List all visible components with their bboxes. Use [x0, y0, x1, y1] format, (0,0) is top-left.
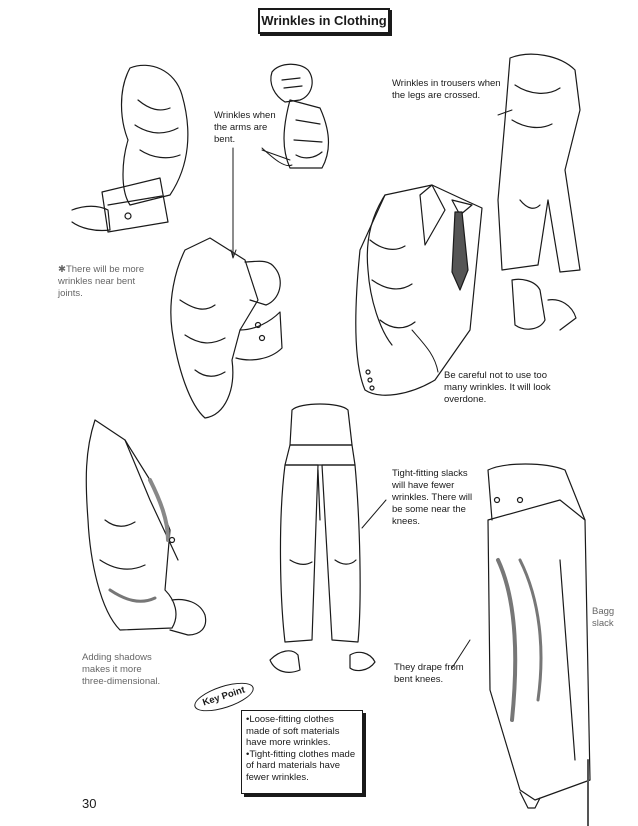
baggy-slacks-illustration — [451, 463, 591, 809]
suit-jacket-torso-illustration — [355, 184, 483, 396]
raised-arm-fist-illustration — [261, 63, 330, 169]
caption-arms-bent: Wrinkles when the arms are bent. — [214, 110, 276, 145]
caption-shadows: Adding shadows makes it more three-dimen… — [82, 652, 161, 687]
bullet-star-icon: ✱ — [58, 264, 66, 275]
page-number: 30 — [82, 796, 97, 811]
leader-line-right — [261, 147, 293, 167]
caption-trousers-crossed: Wrinkles in trousers when the legs are c… — [392, 78, 501, 101]
key-point-item: •Tight-fitting clothes made of hard mate… — [246, 748, 356, 783]
key-point-item: •Loose-fitting clothes made of soft mate… — [246, 714, 340, 748]
caption-bent-joints: ✱There will be more wrinkles near bent j… — [58, 264, 145, 299]
caption-drape: They drape from bent knees. — [394, 662, 464, 685]
caption-too-many-wrinkles: Be careful not to use too many wrinkles.… — [444, 370, 551, 405]
caption-baggy-slacks-partial: Bagg slack — [592, 606, 615, 629]
standing-figure-slim-trousers-illustration — [269, 403, 387, 673]
caption-tight-slacks: Tight-fitting slacks will have fewer wri… — [392, 468, 473, 527]
bent-arm-sleeve-illustration — [71, 64, 189, 233]
jacket-arm-shadows-illustration — [85, 419, 207, 636]
key-point-box: •Loose-fitting clothes made of soft mate… — [241, 710, 363, 794]
page-title: Wrinkles in Clothing — [258, 8, 390, 34]
jacket-arm-bent-illustration — [170, 237, 283, 419]
crossed-legs-trousers-illustration — [497, 53, 581, 331]
